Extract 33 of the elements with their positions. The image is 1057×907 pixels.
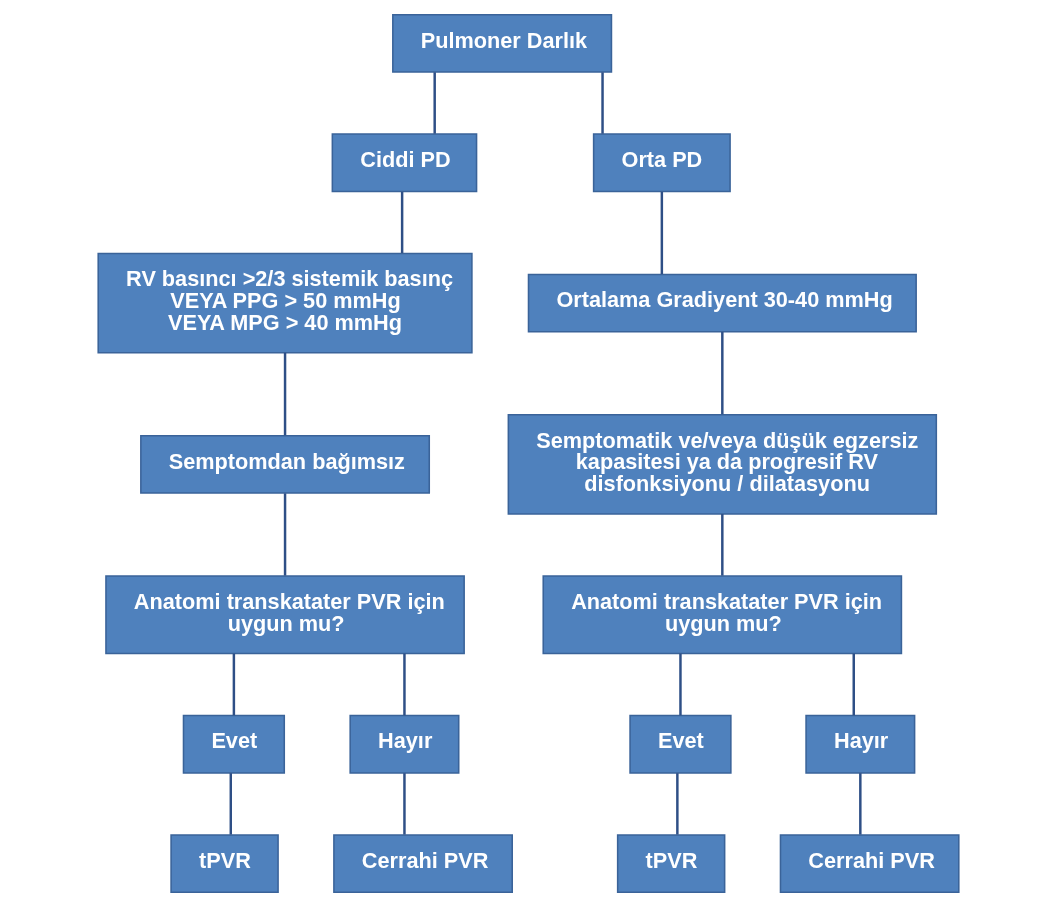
connector [660, 191, 664, 275]
node-box: Anatomi transkatater PVR için uygun mu? [542, 575, 903, 655]
connector [601, 72, 604, 134]
node-box: Cerrahi PVR [333, 834, 513, 894]
connector [283, 352, 287, 436]
connector [232, 653, 236, 716]
connector [852, 653, 855, 716]
node-box: Hayır [349, 714, 460, 774]
node-box: Cerrahi PVR [779, 834, 960, 894]
node-box: tPVR [616, 834, 726, 894]
node-box: Hayır [805, 714, 916, 774]
node-box: Orta PD [592, 133, 731, 193]
connector [400, 191, 404, 254]
connector [403, 653, 406, 716]
node-box: Evet [182, 714, 286, 774]
connector [859, 773, 862, 835]
connector [403, 773, 406, 835]
node-box: Evet [629, 714, 732, 774]
connector [721, 331, 724, 415]
connector [229, 773, 232, 835]
node-box: Pulmoner Darlık [392, 13, 613, 73]
node-box: tPVR [170, 834, 279, 894]
connector [433, 72, 436, 134]
node-box: Ortalama Gradiyent 30-40 mmHg [527, 273, 917, 333]
node-box: RV basıncı >2/3 sistemik basınç VEYA PPG > 50 mmHg VEYA MPG > 40 mmHg [97, 252, 473, 354]
node-box: Semptomdan bağımsız [140, 434, 431, 494]
node-box: Semptomatik ve/veya düşük egzersiz kapasitesi ya da progresif RV disfonksiyonu / dilatasyonu [507, 413, 938, 515]
node-box: Anatomi transkatater PVR için uygun mu? [105, 575, 465, 655]
connector [679, 653, 682, 716]
connector [676, 773, 679, 835]
connector [721, 514, 724, 576]
node-box: Ciddi PD [331, 133, 478, 193]
connector [283, 493, 287, 576]
